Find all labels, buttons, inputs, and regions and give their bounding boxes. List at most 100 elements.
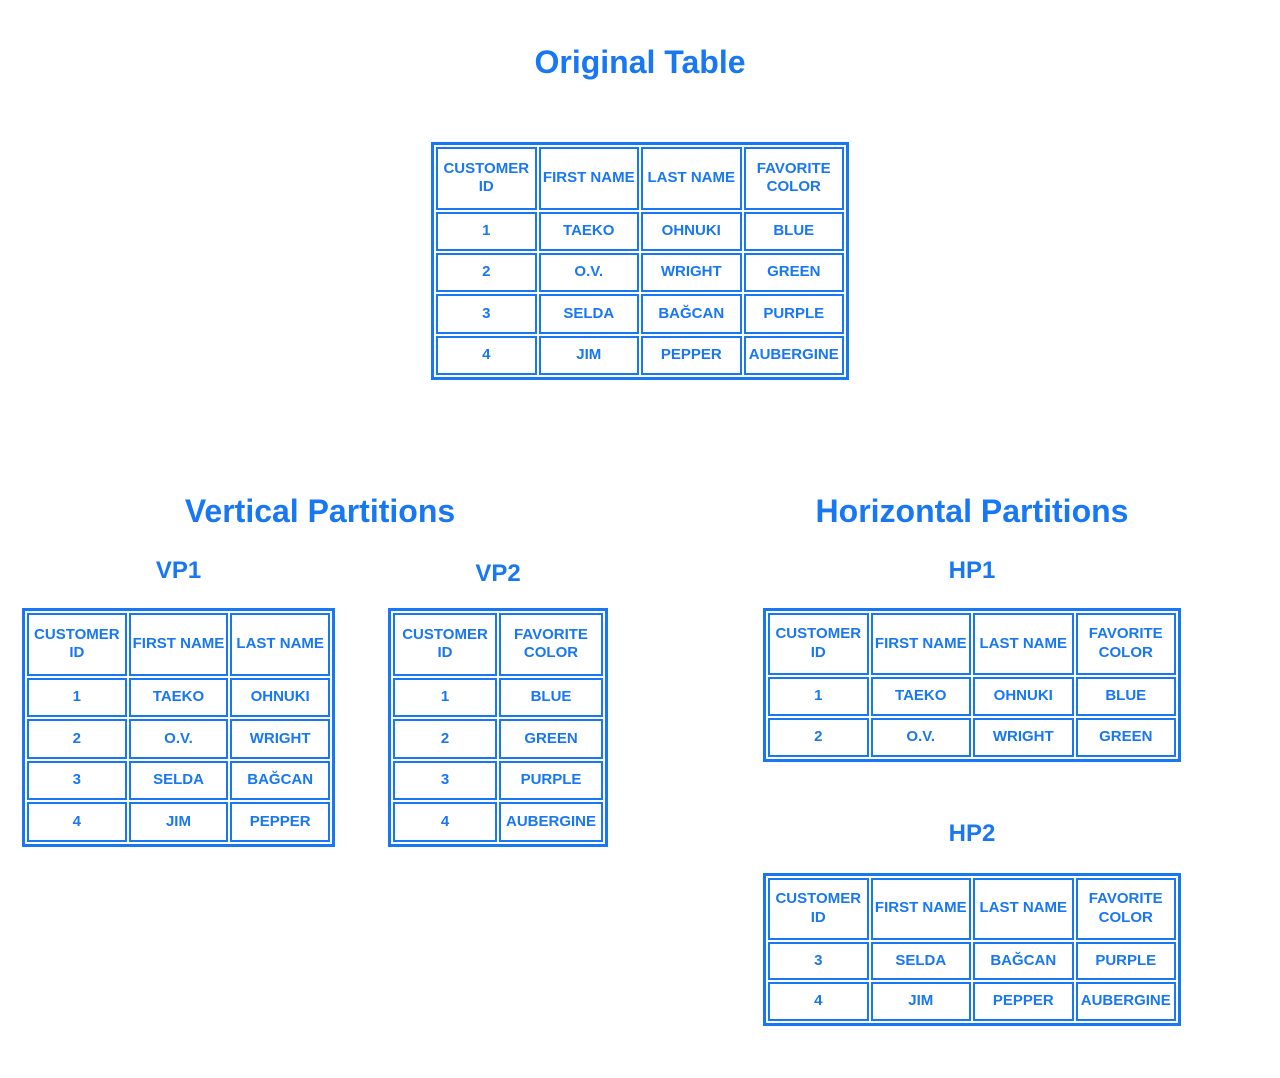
table-cell: PURPLE [499, 760, 603, 801]
vp1-table-grid: CUSTOMER ID FIRST NAME LAST NAME 1 TAEKO… [25, 611, 332, 844]
table-cell: BLUE [499, 677, 603, 718]
column-header-favorite-color: FAVORITE COLOR [743, 147, 844, 210]
table-row: 2 O.V. WRIGHT GREEN [768, 717, 1176, 757]
table-cell: BAĞCAN [973, 941, 1074, 981]
table-cell: AUBERGINE [743, 335, 844, 375]
original-table-title: Original Table [534, 44, 746, 80]
column-header-customer-id: CUSTOMER ID [768, 613, 869, 675]
table-cell: 2 [436, 252, 537, 293]
table-header-row: CUSTOMER ID FIRST NAME LAST NAME FAVORIT… [768, 878, 1176, 940]
table-cell: PEPPER [973, 982, 1074, 1021]
table-cell: 4 [436, 335, 537, 375]
hp2-table-grid: CUSTOMER ID FIRST NAME LAST NAME FAVORIT… [766, 876, 1178, 1023]
vp1-table: CUSTOMER ID FIRST NAME LAST NAME 1 TAEKO… [22, 608, 335, 847]
table-cell: PEPPER [641, 335, 742, 375]
vp2-table: CUSTOMER ID FAVORITE COLOR 1 BLUE 2 GREE… [388, 608, 608, 847]
original-table: CUSTOMER ID FIRST NAME LAST NAME FAVORIT… [431, 142, 849, 380]
table-cell: PEPPER [230, 802, 330, 842]
table-row: 4 JIM PEPPER AUBERGINE [768, 982, 1176, 1021]
table-cell: 3 [436, 294, 537, 334]
table-row: 1 TAEKO OHNUKI BLUE [436, 211, 844, 251]
table-cell: PURPLE [743, 294, 844, 334]
column-header-favorite-color: FAVORITE COLOR [1075, 878, 1176, 940]
table-cell: BAĞCAN [641, 294, 742, 334]
table-cell: TAEKO [870, 676, 971, 716]
hp2-table: CUSTOMER ID FIRST NAME LAST NAME FAVORIT… [763, 873, 1181, 1026]
vp2-table-grid: CUSTOMER ID FAVORITE COLOR 1 BLUE 2 GREE… [391, 611, 605, 844]
vertical-partitions-title: Vertical Partitions [184, 493, 456, 529]
table-cell: OHNUKI [973, 676, 1074, 716]
table-row: 3 PURPLE [393, 760, 603, 801]
column-header-first-name: FIRST NAME [870, 878, 971, 940]
table-cell: 3 [27, 760, 127, 801]
table-row: 2 O.V. WRIGHT [27, 719, 330, 759]
table-header-row: CUSTOMER ID FIRST NAME LAST NAME FAVORIT… [768, 613, 1176, 675]
table-row: 2 GREEN [393, 719, 603, 759]
table-cell: TAEKO [538, 211, 639, 251]
table-cell: O.V. [870, 717, 971, 757]
column-header-last-name: LAST NAME [973, 878, 1074, 940]
table-cell: SELDA [128, 760, 229, 801]
table-row: 4 JIM PEPPER AUBERGINE [436, 335, 844, 375]
table-cell: SELDA [538, 294, 639, 334]
table-cell: JIM [870, 982, 971, 1021]
table-row: 3 SELDA BAĞCAN [27, 760, 330, 801]
original-table-grid: CUSTOMER ID FIRST NAME LAST NAME FAVORIT… [434, 145, 846, 377]
column-header-customer-id: CUSTOMER ID [436, 147, 537, 210]
table-cell: GREEN [1075, 717, 1176, 757]
table-cell: 2 [768, 717, 869, 757]
table-cell: 1 [436, 211, 537, 251]
column-header-favorite-color: FAVORITE COLOR [499, 613, 603, 676]
column-header-first-name: FIRST NAME [538, 147, 639, 210]
table-cell: 4 [27, 802, 127, 842]
table-row: 1 TAEKO OHNUKI [27, 677, 330, 718]
table-header-row: CUSTOMER ID FIRST NAME LAST NAME [27, 613, 330, 676]
table-cell: 3 [768, 941, 869, 981]
table-row: 1 BLUE [393, 677, 603, 718]
table-cell: PURPLE [1075, 941, 1176, 981]
table-row: 4 JIM PEPPER [27, 802, 330, 842]
hp2-label: HP2 [948, 820, 996, 847]
hp1-table-grid: CUSTOMER ID FIRST NAME LAST NAME FAVORIT… [766, 611, 1178, 759]
table-cell: OHNUKI [230, 677, 330, 718]
table-cell: 4 [393, 802, 497, 842]
table-cell: WRIGHT [973, 717, 1074, 757]
table-cell: SELDA [870, 941, 971, 981]
table-cell: O.V. [128, 719, 229, 759]
table-cell: 2 [393, 719, 497, 759]
table-cell: BAĞCAN [230, 760, 330, 801]
table-cell: O.V. [538, 252, 639, 293]
table-cell: 1 [27, 677, 127, 718]
vp1-label: VP1 [155, 557, 202, 584]
table-cell: OHNUKI [641, 211, 742, 251]
table-header-row: CUSTOMER ID FAVORITE COLOR [393, 613, 603, 676]
table-row: 4 AUBERGINE [393, 802, 603, 842]
horizontal-partitions-title: Horizontal Partitions [815, 493, 1129, 529]
table-cell: BLUE [743, 211, 844, 251]
column-header-last-name: LAST NAME [641, 147, 742, 210]
table-cell: 4 [768, 982, 869, 1021]
table-cell: WRIGHT [641, 252, 742, 293]
table-row: 1 TAEKO OHNUKI BLUE [768, 676, 1176, 716]
table-cell: AUBERGINE [499, 802, 603, 842]
table-cell: AUBERGINE [1075, 982, 1176, 1021]
hp1-table: CUSTOMER ID FIRST NAME LAST NAME FAVORIT… [763, 608, 1181, 762]
column-header-first-name: FIRST NAME [128, 613, 229, 676]
column-header-customer-id: CUSTOMER ID [393, 613, 497, 676]
table-cell: TAEKO [128, 677, 229, 718]
table-cell: 2 [27, 719, 127, 759]
table-cell: JIM [538, 335, 639, 375]
hp1-label: HP1 [948, 557, 996, 584]
table-row: 3 SELDA BAĞCAN PURPLE [436, 294, 844, 334]
table-cell: BLUE [1075, 676, 1176, 716]
vp2-label: VP2 [475, 560, 521, 587]
column-header-first-name: FIRST NAME [870, 613, 971, 675]
table-cell: GREEN [499, 719, 603, 759]
column-header-customer-id: CUSTOMER ID [27, 613, 127, 676]
table-cell: JIM [128, 802, 229, 842]
table-cell: 3 [393, 760, 497, 801]
column-header-last-name: LAST NAME [230, 613, 330, 676]
table-cell: 1 [768, 676, 869, 716]
column-header-last-name: LAST NAME [973, 613, 1074, 675]
column-header-favorite-color: FAVORITE COLOR [1075, 613, 1176, 675]
